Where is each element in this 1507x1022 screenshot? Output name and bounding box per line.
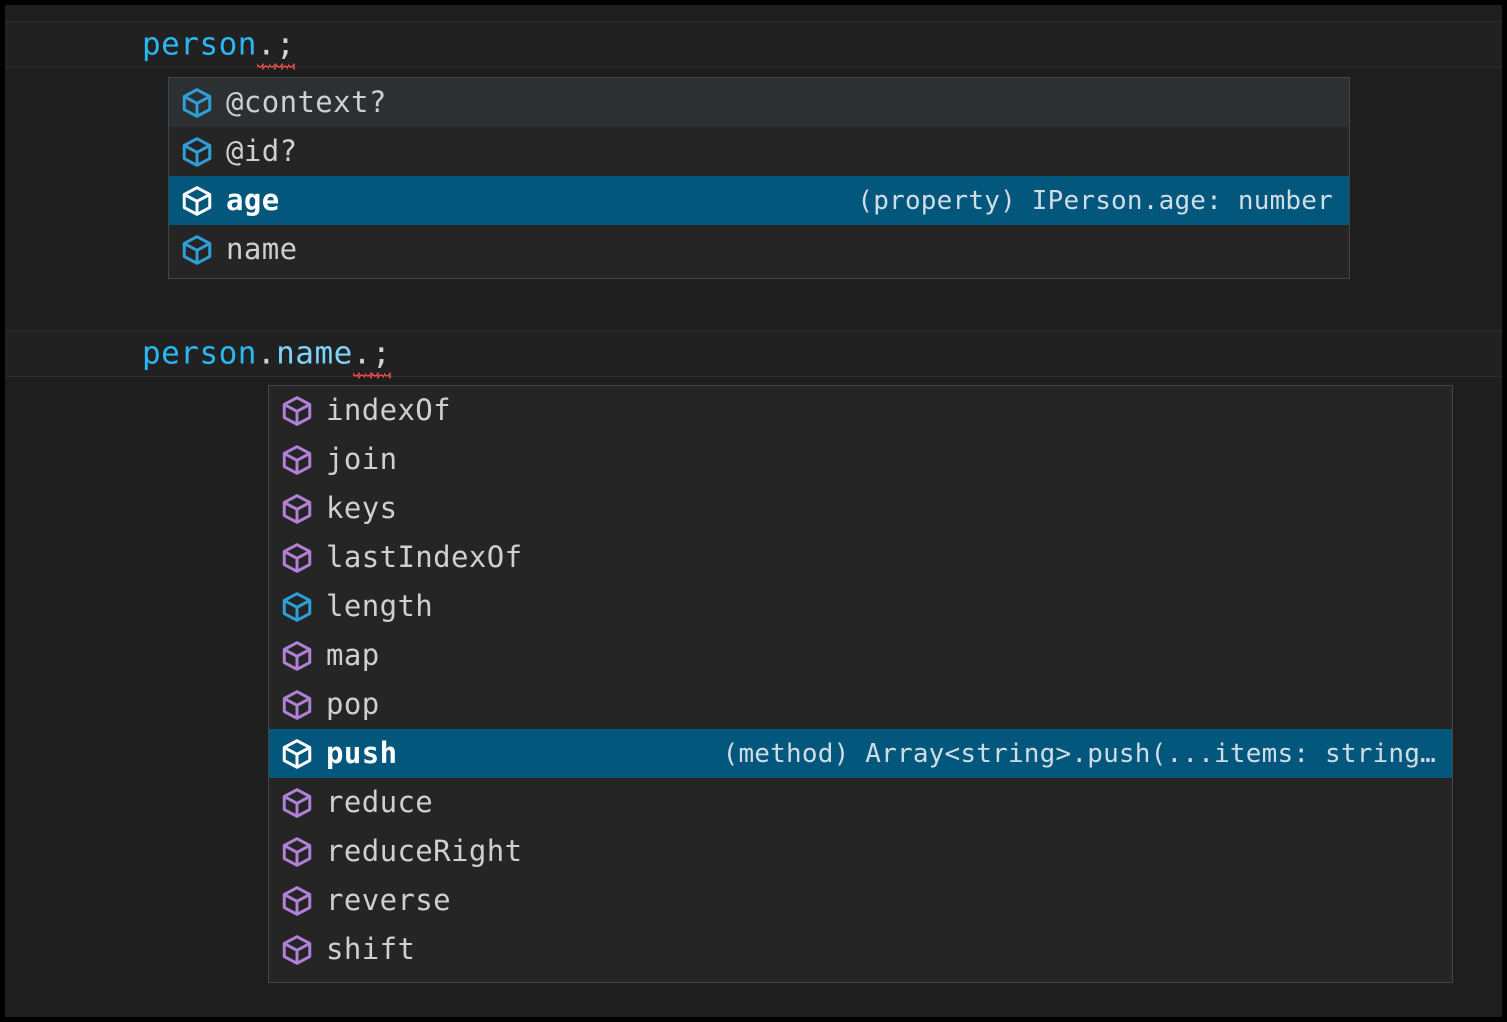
suggest-widget-person[interactable]: @context? @id? age (property) IPerson.age: … [168,77,1350,279]
method-cube-icon [282,934,312,965]
property-cube-icon [182,136,212,167]
suggest-item-label: lastIndexOf [326,540,523,574]
suggest-item[interactable]: name [169,225,1349,274]
suggest-item-label: keys [326,491,398,525]
suggest-item[interactable]: reverse [269,876,1452,925]
suggest-item-label: map [326,638,380,672]
suggest-widget-name[interactable]: indexOf join keys lastIndexOf length map pop pu… [268,385,1453,983]
method-cube-icon [282,444,312,475]
token-dot-error-2: . [352,335,373,378]
suggest-item[interactable]: lastIndexOf [269,533,1452,582]
token-variable-person-2: person [141,335,257,371]
suggest-item-label: pop [326,687,380,721]
code-editor[interactable]: person.; person.name.; @context?@id?age(… [5,5,1502,1017]
method-cube-icon [282,493,312,524]
suggest-item-label: join [326,442,398,476]
suggest-item[interactable]: push (method) Array<string>.push(...items… [269,729,1452,778]
suggest-item-label: @id? [226,134,298,168]
suggest-item[interactable]: indexOf [269,386,1452,435]
suggest-item-label: indexOf [326,393,452,427]
suggest-item[interactable]: pop [269,680,1452,729]
token-property-name: name [276,335,353,371]
token-semicolon-error: ; [276,26,296,69]
suggest-list-name: indexOf join keys lastIndexOf length map pop pu… [269,386,1452,974]
property-cube-icon [182,185,212,216]
suggest-item-detail: (property) IPerson.age: number [857,185,1333,216]
suggest-item-label: shift [326,932,416,966]
suggest-item-label: name [226,232,298,266]
token-dot-1: . [256,335,277,371]
suggest-item[interactable]: join [269,435,1452,484]
suggest-item-label: reverse [326,883,452,917]
suggest-item-label: length [326,589,434,623]
property-cube-icon [182,234,212,265]
suggest-item-label: @context? [226,85,387,119]
method-cube-icon [282,885,312,916]
method-cube-icon [282,787,312,818]
suggest-list-person: @context? @id? age (property) IPerson.age: … [169,78,1349,274]
suggest-item[interactable]: length [269,582,1452,631]
token-semicolon-error-2: ; [371,335,392,378]
suggest-item-label: push [326,736,398,770]
suggest-item[interactable]: @id? [169,127,1349,176]
suggest-item-label: reduceRight [326,834,523,868]
suggest-item-detail: (method) Array<string>.push(...items: st… [722,738,1436,769]
method-cube-icon [282,640,312,671]
suggest-item[interactable]: shift [269,925,1452,974]
token-dot-error: . [256,26,277,69]
method-cube-icon [282,836,312,867]
suggest-item[interactable]: keys [269,484,1452,533]
editor-line-person-name[interactable]: person.name.; [5,330,1502,378]
method-cube-icon [282,395,312,426]
suggest-item-label: age [226,183,280,217]
method-cube-icon [282,689,312,720]
suggest-item[interactable]: reduceRight [269,827,1452,876]
token-variable-person: person [141,26,257,62]
property-cube-icon [282,591,312,622]
method-cube-icon [282,542,312,573]
editor-line-person-text: person.; [27,5,296,91]
suggest-item[interactable]: @context? [169,78,1349,127]
property-cube-icon [182,87,212,118]
suggest-item-label: reduce [326,785,434,819]
editor-line-person-name-text: person.name.; [27,307,392,400]
suggest-item[interactable]: map [269,631,1452,680]
suggest-item[interactable]: age (property) IPerson.age: number [169,176,1349,225]
suggest-item[interactable]: reduce [269,778,1452,827]
editor-line-person[interactable]: person.; [5,21,1502,69]
method-cube-icon [282,738,312,769]
